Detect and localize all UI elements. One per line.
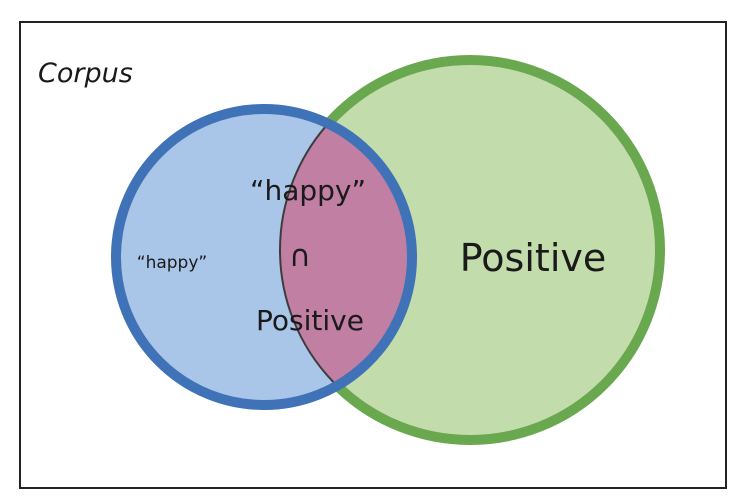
intersection-positive-label: Positive: [256, 304, 364, 337]
intersection-symbol: ∩: [289, 239, 311, 274]
happy-set-outline: [111, 104, 417, 410]
corpus-label: Corpus: [38, 58, 133, 89]
intersection-happy-label: “happy”: [250, 174, 366, 207]
positive-label: Positive: [460, 236, 607, 280]
happy-only-label: “happy”: [137, 253, 207, 273]
